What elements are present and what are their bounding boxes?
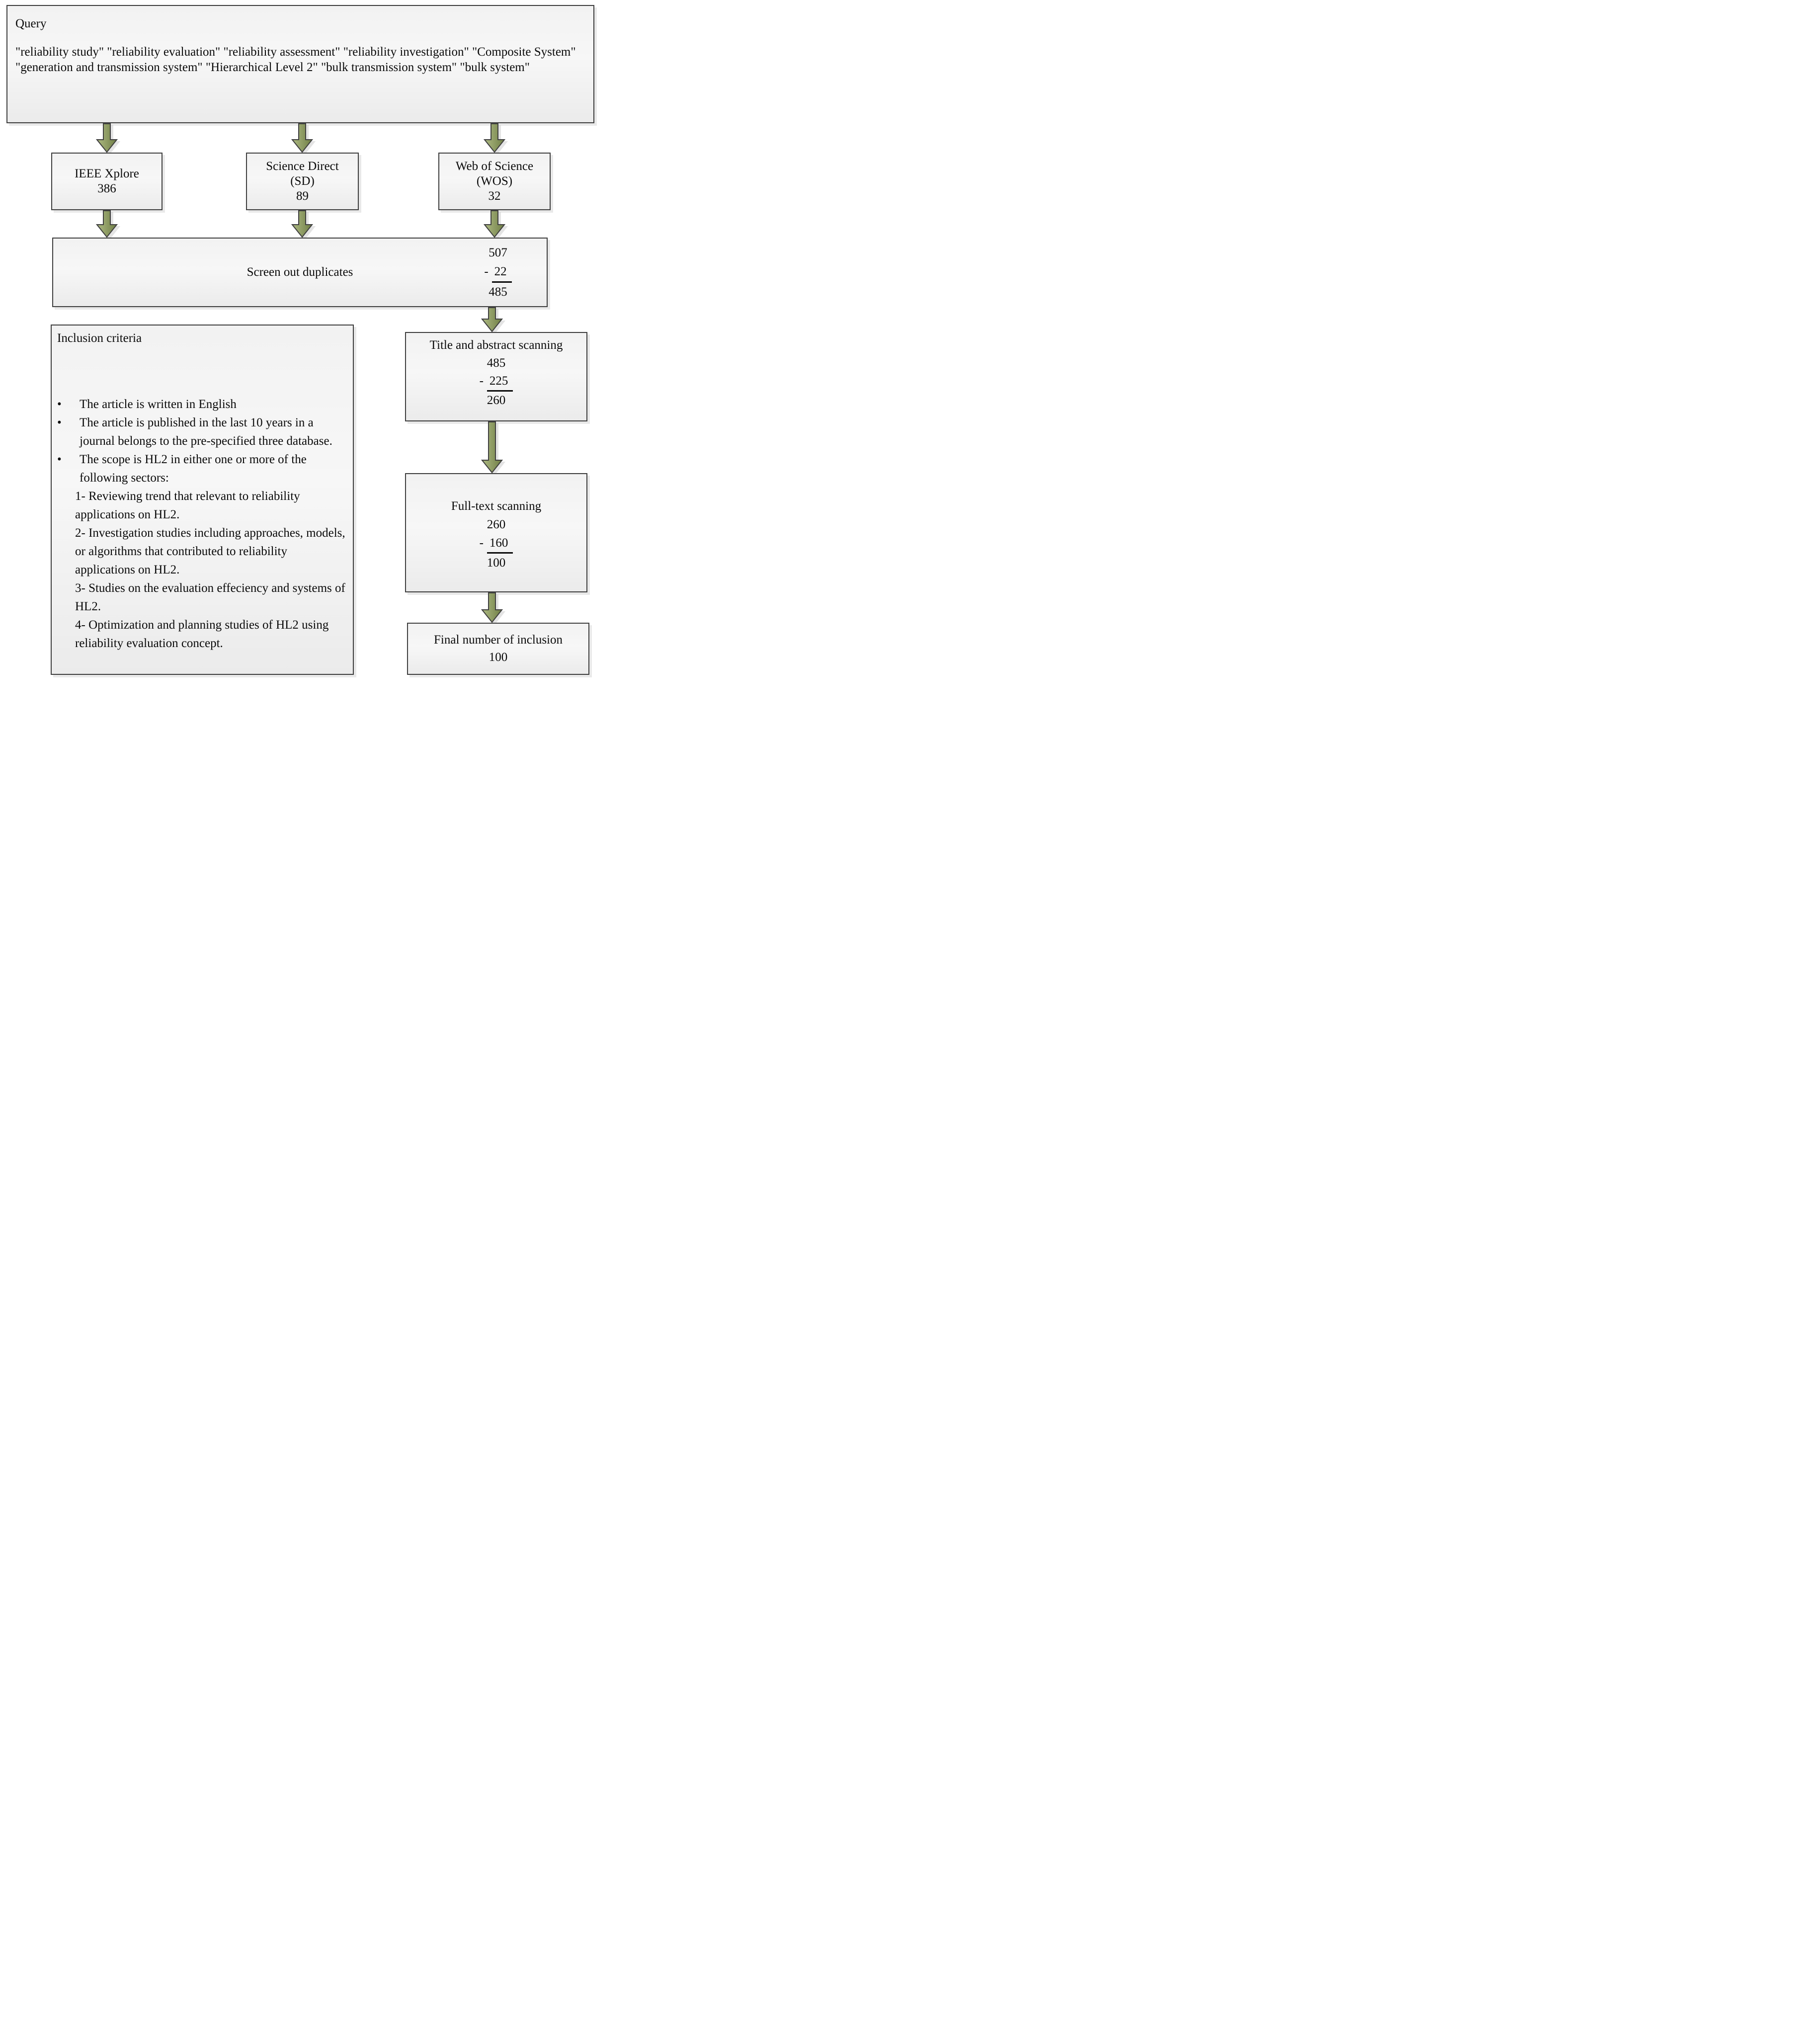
- database-count: 386: [97, 182, 116, 195]
- final-count: 100: [489, 651, 508, 664]
- final-inclusion-box: Final number of inclusion 100: [407, 623, 589, 675]
- stage-numbers: 260 -160 100: [406, 515, 586, 572]
- full-text-scanning-box: Full-text scanning 260 -160 100: [405, 473, 587, 592]
- query-box-title: Query: [15, 17, 47, 30]
- inclusion-criteria-title: Inclusion criteria: [57, 331, 142, 345]
- screen-duplicates-box: Screen out duplicates 507 -22 485: [52, 238, 548, 307]
- count-removed: -225: [406, 372, 586, 392]
- bullet-item: • The article is published in the last 10…: [57, 413, 350, 450]
- arrow-screen-to-title-abstract: [481, 307, 503, 332]
- numbered-criterion-1: 1- Reviewing trend that relevant to reli…: [75, 490, 300, 521]
- screen-duplicates-numbers: 507 -22 485: [468, 244, 528, 302]
- screen-duplicates-label: Screen out duplicates: [246, 265, 353, 279]
- stage-label: Full-text scanning: [451, 499, 542, 513]
- title-abstract-scanning-box: Title and abstract scanning 485 -225 260: [405, 332, 587, 421]
- database-box-science-direct: Science Direct (SD) 89: [246, 153, 359, 210]
- count-total: 260: [487, 518, 506, 531]
- removed-value: 225: [487, 372, 513, 392]
- database-name: IEEE Xplore: [75, 167, 139, 180]
- arrow-query-to-ieee: [96, 123, 118, 153]
- bullet-icon: •: [57, 398, 62, 411]
- bullet-item: • The article is written in English: [57, 395, 350, 413]
- database-abbr: (SD): [290, 174, 315, 188]
- arrow-webofscience-to-screen: [484, 210, 505, 238]
- removed-value: 22: [491, 262, 512, 283]
- arrow-fulltext-to-final: [481, 592, 503, 623]
- count-removed: -22: [468, 262, 528, 283]
- arrow-title-abstract-to-fulltext: [481, 421, 503, 473]
- query-box: Query "reliability study" "reliability e…: [6, 5, 594, 123]
- stage-label: Title and abstract scanning: [429, 338, 563, 352]
- count-result: 485: [489, 285, 507, 299]
- database-box-web-of-science: Web of Science (WOS) 32: [438, 153, 551, 210]
- database-abbr: (WOS): [476, 174, 513, 188]
- count-total: 507: [489, 246, 507, 259]
- bullet-icon: •: [57, 453, 62, 466]
- query-string: "reliability study" "reliability evaluat…: [15, 45, 576, 74]
- inclusion-criteria-bullet-list: • The article is written in English • The …: [52, 395, 353, 487]
- removed-value: 160: [487, 534, 513, 554]
- database-count: 32: [488, 189, 501, 203]
- database-name: Web of Science: [455, 160, 534, 173]
- bullet-icon: •: [57, 416, 62, 429]
- numbered-criterion-2: 2- Investigation studies including appro…: [75, 526, 345, 576]
- count-result: 260: [487, 394, 506, 407]
- numbered-criterion-4: 4- Optimization and planning studies of …: [75, 618, 329, 650]
- numbered-criterion-3: 3- Studies on the evaluation effeciency …: [75, 581, 345, 613]
- minus-sign: -: [484, 265, 489, 278]
- count-removed: -160: [406, 534, 586, 554]
- bullet-text: The scope is HL2 in either one or more o…: [80, 453, 307, 485]
- stage-label: Final number of inclusion: [434, 633, 563, 647]
- minus-sign: -: [479, 536, 484, 550]
- database-box-ieee-xplore: IEEE Xplore 386: [51, 153, 163, 210]
- prisma-flow-diagram: Query "reliability study" "reliability e…: [0, 0, 600, 681]
- count-result: 100: [487, 556, 506, 570]
- bullet-text: The article is published in the last 10 …: [80, 416, 332, 448]
- bullet-text: The article is written in English: [80, 398, 237, 411]
- database-name: Science Direct: [266, 160, 339, 173]
- count-total: 485: [487, 356, 506, 370]
- arrow-query-to-webofscience: [484, 123, 505, 153]
- stage-numbers: 485 -225 260: [406, 354, 586, 409]
- database-count: 89: [296, 189, 309, 203]
- inclusion-criteria-box: Inclusion criteria • The article is writt…: [51, 325, 354, 675]
- minus-sign: -: [479, 374, 484, 388]
- arrow-query-to-sciencedirect: [291, 123, 313, 153]
- arrow-ieee-to-screen: [96, 210, 118, 238]
- bullet-item: • The scope is HL2 in either one or more …: [57, 450, 350, 487]
- arrow-sciencedirect-to-screen: [291, 210, 313, 238]
